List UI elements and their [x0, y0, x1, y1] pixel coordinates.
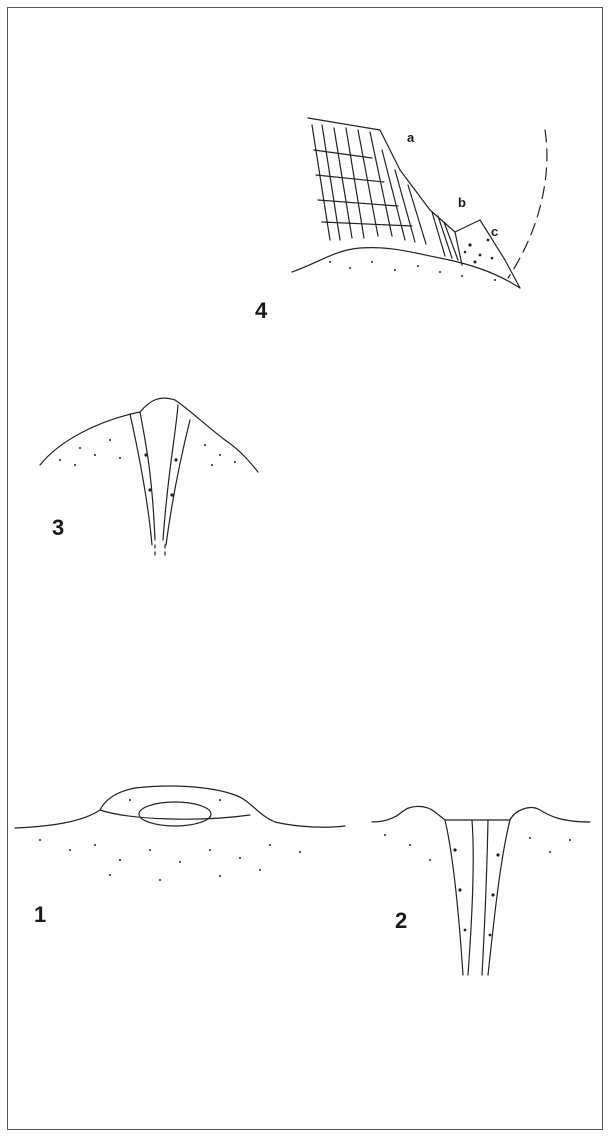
figure-2-number: 2: [395, 908, 407, 934]
figure-4-label-c: c: [491, 224, 498, 239]
figure-1-number: 1: [34, 902, 46, 928]
figure-3-number: 3: [52, 515, 64, 541]
figure-4-label-a: a: [407, 130, 414, 145]
figure-4-cliff-drawing: [292, 118, 547, 288]
figure-3-cone-drawing: [40, 398, 258, 558]
figure-4-label-b: b: [458, 195, 466, 210]
figure-4-number: 4: [255, 298, 267, 324]
figure-1-crater-drawing: [15, 786, 345, 881]
figure-2-fissure-drawing: [372, 806, 590, 975]
